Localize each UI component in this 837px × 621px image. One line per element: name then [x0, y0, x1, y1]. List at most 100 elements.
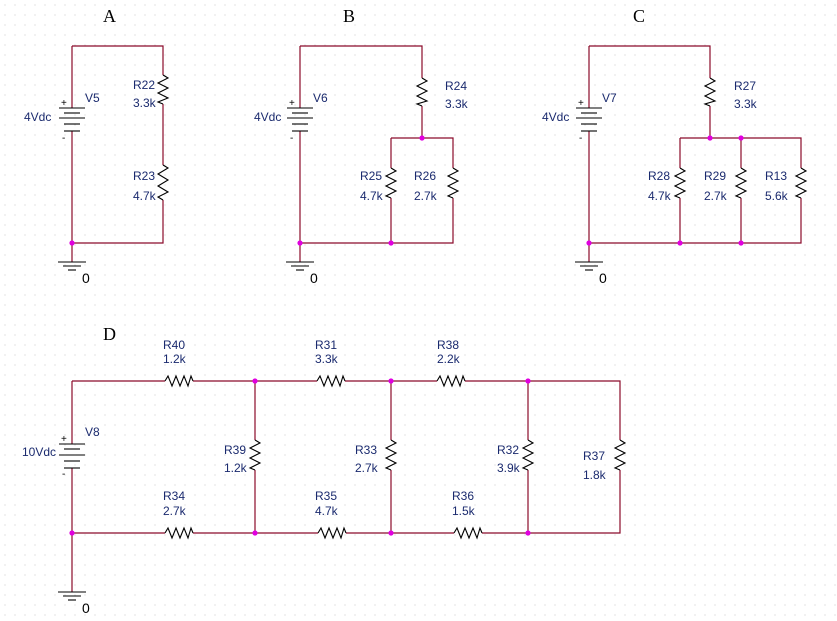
junction-c3 [677, 240, 683, 246]
resistor-r24-symbol[interactable] [415, 77, 429, 107]
ground-c-symbol [575, 261, 603, 271]
r39-name: R39 [224, 443, 246, 457]
r33-value: 2.7k [355, 461, 379, 475]
r33-name: R33 [355, 443, 377, 457]
section-title-d: D [103, 324, 116, 344]
battery-v7-symbol[interactable] [576, 107, 602, 132]
r28-name: R28 [648, 169, 670, 183]
svg-text:-: - [290, 133, 293, 144]
r29-value: 2.7k [704, 189, 728, 203]
junction-b3 [297, 240, 303, 246]
r25-name: R25 [360, 169, 382, 183]
junction-d2 [388, 378, 394, 384]
resistor-r25-symbol[interactable] [384, 167, 398, 199]
circuit-c: + - 0 V7 4Vdc R27 3.3k R28 4.7k R29 2.7k… [542, 45, 808, 286]
resistor-r37-symbol[interactable] [613, 439, 627, 471]
r31-value: 3.3k [315, 352, 339, 366]
junction-d1 [252, 378, 258, 384]
r32-name: R32 [497, 443, 519, 457]
r38-name: R38 [437, 338, 459, 352]
battery-v5-symbol[interactable] [59, 107, 85, 132]
resistor-r28-symbol[interactable] [673, 167, 687, 199]
r35-name: R35 [315, 489, 337, 503]
r39-value: 1.2k [224, 461, 248, 475]
v8-name: V8 [85, 425, 100, 439]
circuit-b: + - 0 V6 4Vdc R24 3.3k R25 4.7k R26 2.7k [254, 45, 469, 286]
ground-c-label: 0 [599, 270, 607, 286]
junction-d5 [252, 530, 258, 536]
resistor-r38-symbol[interactable] [436, 374, 466, 388]
v7-name: V7 [602, 91, 617, 105]
v7-value: 4Vdc [542, 110, 569, 124]
section-title-b: B [343, 6, 355, 26]
circuit-a: + - 0 V5 4Vdc R22 3.3k R23 4.7k [24, 45, 170, 286]
r32-value: 3.9k [497, 461, 521, 475]
r27-value: 3.3k [734, 97, 758, 111]
svg-text:+: + [61, 98, 67, 109]
r13-value: 5.6k [765, 189, 789, 203]
svg-text:+: + [578, 98, 584, 109]
resistor-r36-symbol[interactable] [453, 526, 483, 540]
resistor-r23-symbol[interactable] [156, 164, 170, 201]
svg-text:-: - [579, 133, 582, 144]
r36-value: 1.5k [452, 504, 476, 518]
battery-v6-symbol[interactable] [287, 107, 313, 132]
r36-name: R36 [452, 489, 474, 503]
v5-name: V5 [85, 91, 100, 105]
resistor-r33-symbol[interactable] [384, 439, 398, 471]
junction-b2 [388, 240, 394, 246]
svg-text:-: - [62, 469, 65, 480]
v5-value: 4Vdc [24, 110, 51, 124]
r26-name: R26 [414, 169, 436, 183]
r37-name: R37 [583, 449, 605, 463]
r26-value: 2.7k [414, 189, 438, 203]
junction-c1 [707, 135, 713, 141]
resistor-r26-symbol[interactable] [446, 167, 460, 199]
r40-value: 1.2k [163, 352, 187, 366]
r34-name: R34 [163, 489, 185, 503]
junction-c2 [738, 135, 744, 141]
section-title-a: A [103, 6, 116, 26]
r25-value: 4.7k [360, 189, 384, 203]
svg-text:+: + [289, 98, 295, 109]
r38-value: 2.2k [437, 352, 461, 366]
v6-value: 4Vdc [254, 110, 281, 124]
resistor-r32-symbol[interactable] [521, 439, 535, 471]
ground-d-symbol [58, 591, 86, 601]
r40-name: R40 [163, 338, 185, 352]
r31-name: R31 [315, 338, 337, 352]
ground-a-label: 0 [82, 270, 90, 286]
resistor-r27-symbol[interactable] [703, 77, 717, 107]
resistor-r31-symbol[interactable] [316, 374, 346, 388]
r28-value: 4.7k [648, 189, 672, 203]
circuit-d: + - 0 V8 10Vdc R40 1.2k R31 3.3k R38 2.2… [22, 338, 627, 616]
resistor-r13-symbol[interactable] [794, 167, 808, 199]
ground-a-symbol [58, 261, 86, 271]
junction-d6 [388, 530, 394, 536]
v6-name: V6 [313, 91, 328, 105]
battery-v8-symbol[interactable] [59, 443, 85, 469]
resistor-r29-symbol[interactable] [734, 167, 748, 199]
svg-text:-: - [62, 133, 65, 144]
resistor-r40-symbol[interactable] [164, 374, 194, 388]
junction-b1 [419, 135, 425, 141]
r29-name: R29 [704, 169, 726, 183]
v8-value: 10Vdc [22, 445, 56, 459]
junction-a1 [69, 240, 75, 246]
r24-name: R24 [445, 79, 467, 93]
ground-b-label: 0 [310, 270, 318, 286]
svg-text:+: + [61, 434, 67, 445]
junction-d3 [525, 378, 531, 384]
junction-c5 [586, 240, 592, 246]
r22-name: R22 [133, 78, 155, 92]
r23-name: R23 [133, 169, 155, 183]
resistor-r22-symbol[interactable] [156, 74, 170, 105]
r13-name: R13 [765, 169, 787, 183]
resistor-r34-symbol[interactable] [164, 526, 194, 540]
resistor-r39-symbol[interactable] [248, 439, 262, 471]
r23-value: 4.7k [133, 189, 157, 203]
junction-d7 [525, 530, 531, 536]
resistor-r35-symbol[interactable] [317, 526, 347, 540]
section-title-c: C [633, 6, 645, 26]
